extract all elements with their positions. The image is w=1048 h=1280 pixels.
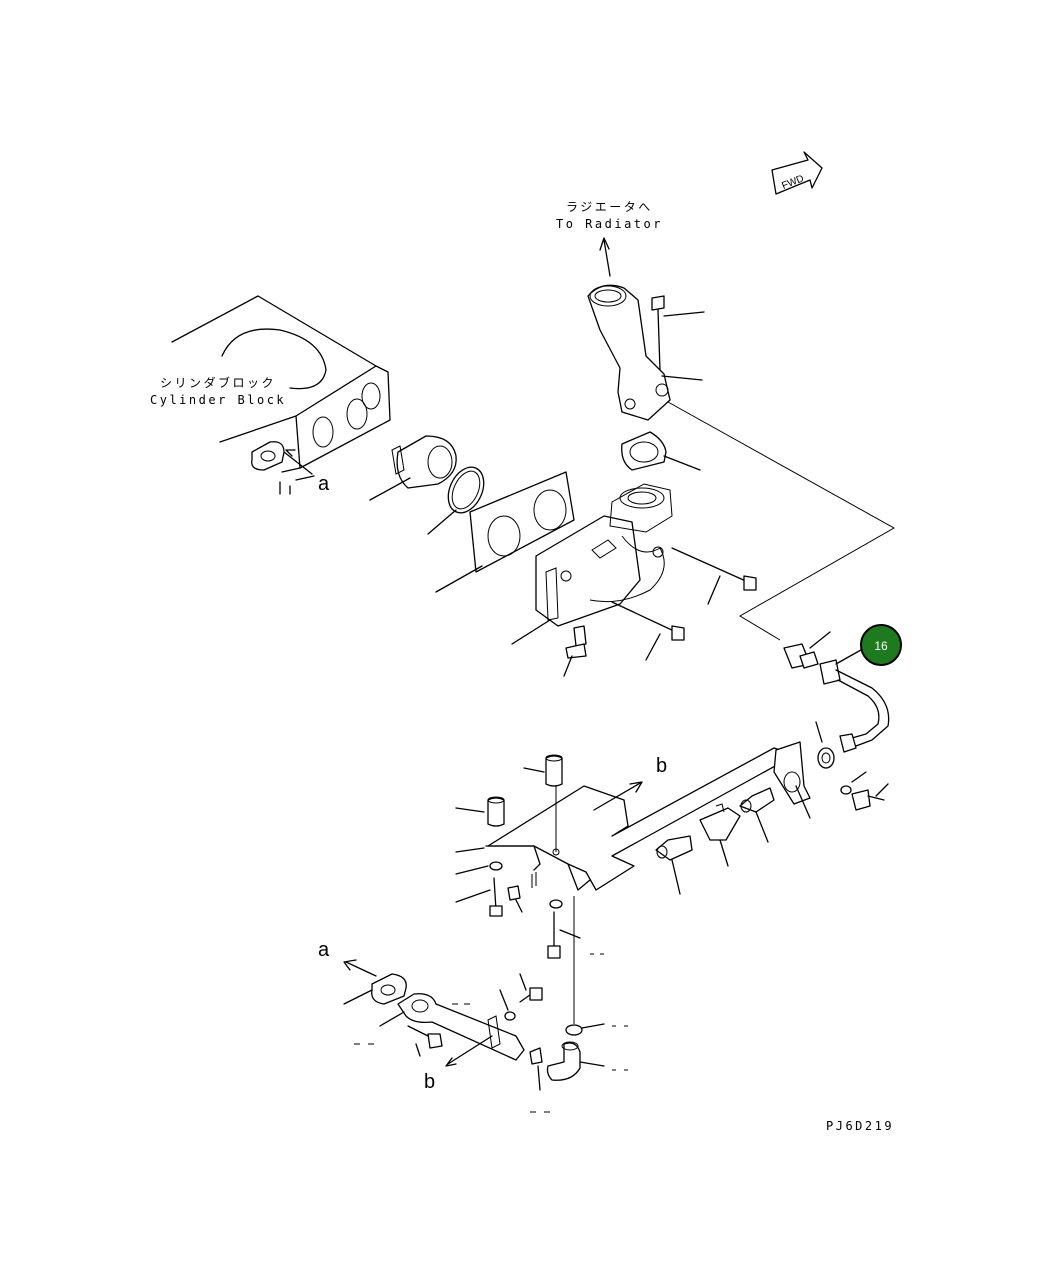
thermostat bbox=[391, 435, 457, 489]
leader bbox=[719, 839, 729, 867]
ref-b-arrow-bottom bbox=[445, 1035, 493, 1067]
leader bbox=[537, 1065, 541, 1091]
leader bbox=[851, 771, 867, 783]
leader bbox=[455, 807, 485, 813]
leader bbox=[379, 1011, 405, 1027]
spacer-short bbox=[487, 796, 505, 827]
nut-left bbox=[507, 885, 521, 901]
leader bbox=[815, 721, 823, 743]
cylinder-block-label-jp: シリンダブロック bbox=[160, 375, 276, 390]
elbow-bolt bbox=[651, 295, 665, 371]
lower-nut bbox=[529, 1047, 543, 1065]
leader bbox=[415, 1043, 421, 1057]
leader bbox=[519, 973, 527, 991]
ref-a-arrow-top bbox=[283, 449, 313, 475]
bolt-left bbox=[489, 877, 503, 917]
water-pipe bbox=[819, 659, 890, 753]
cylinder-block bbox=[171, 295, 391, 495]
nut bbox=[817, 747, 835, 769]
housing-bolt-1 bbox=[671, 547, 757, 591]
ref-a-top: a bbox=[318, 473, 330, 495]
elbow-fitting-2 bbox=[739, 787, 775, 813]
ref-a-arrow-bottom bbox=[343, 959, 377, 977]
callout-16[interactable]: 16 bbox=[860, 624, 902, 666]
leader bbox=[645, 633, 661, 661]
bracket-boss bbox=[773, 741, 811, 805]
bracket-bolt bbox=[851, 789, 885, 811]
thermostat-housing bbox=[535, 483, 673, 627]
hose-clamp bbox=[699, 803, 741, 841]
leader bbox=[499, 989, 509, 1011]
leader bbox=[671, 859, 681, 895]
leader bbox=[563, 655, 573, 677]
leader bbox=[515, 899, 523, 913]
o-ring bbox=[447, 466, 485, 514]
leader bbox=[707, 575, 721, 605]
drawing-code: PJ6D219 bbox=[826, 1119, 894, 1133]
leader bbox=[455, 865, 489, 875]
leader bbox=[455, 847, 485, 853]
outlet-gasket bbox=[621, 431, 667, 471]
block-gasket bbox=[251, 441, 285, 471]
lower-clamp bbox=[565, 1024, 583, 1036]
leader bbox=[661, 375, 703, 381]
leader bbox=[663, 311, 705, 317]
housing-gasket bbox=[469, 471, 575, 573]
callout-circle[interactable] bbox=[860, 624, 902, 666]
ref-a-bottom: a bbox=[318, 939, 330, 961]
connector-line bbox=[667, 401, 896, 641]
callout-number[interactable]: 16 bbox=[874, 639, 888, 653]
leader bbox=[427, 509, 457, 535]
washer-left bbox=[489, 861, 503, 871]
forward-arrow-icon: FWD bbox=[771, 151, 823, 195]
pipe-gasket bbox=[371, 973, 407, 1005]
washer bbox=[840, 785, 852, 795]
leader bbox=[511, 619, 551, 645]
leader bbox=[523, 767, 545, 773]
bolt-under bbox=[547, 911, 561, 959]
leader bbox=[795, 785, 811, 819]
cylinder-block-label-en: Cylinder Block bbox=[150, 393, 286, 407]
leader bbox=[435, 565, 483, 593]
rubber-hose bbox=[546, 1041, 581, 1081]
leader bbox=[343, 989, 373, 1005]
leader bbox=[455, 889, 491, 903]
radiator-arrow bbox=[599, 237, 611, 277]
radiator-label-en: To Radiator bbox=[556, 217, 663, 231]
elbow-fitting-1 bbox=[655, 835, 693, 861]
pipe-bolt bbox=[407, 1025, 443, 1049]
housing-bolt-2 bbox=[611, 601, 685, 641]
ref-b-top: b bbox=[656, 755, 667, 777]
leader bbox=[809, 631, 831, 649]
leader bbox=[581, 1023, 605, 1029]
leader bbox=[579, 1061, 605, 1067]
spacer-long bbox=[545, 754, 563, 787]
leader bbox=[559, 929, 581, 939]
radiator-label-jp: ラジエータへ bbox=[566, 200, 653, 214]
pipe-adaptor bbox=[783, 643, 819, 669]
ref-b-bottom: b bbox=[424, 1071, 435, 1093]
small-washer bbox=[504, 1011, 516, 1021]
leader bbox=[369, 477, 411, 501]
temperature-sensor bbox=[565, 625, 587, 659]
leader bbox=[875, 783, 889, 797]
water-outlet-elbow bbox=[587, 284, 671, 421]
lower-water-pipe bbox=[397, 993, 525, 1061]
ref-b-arrow-top bbox=[593, 781, 643, 811]
leader bbox=[755, 811, 769, 843]
small-bolt bbox=[519, 987, 543, 1003]
washer-under bbox=[549, 899, 563, 909]
leader bbox=[663, 455, 701, 471]
